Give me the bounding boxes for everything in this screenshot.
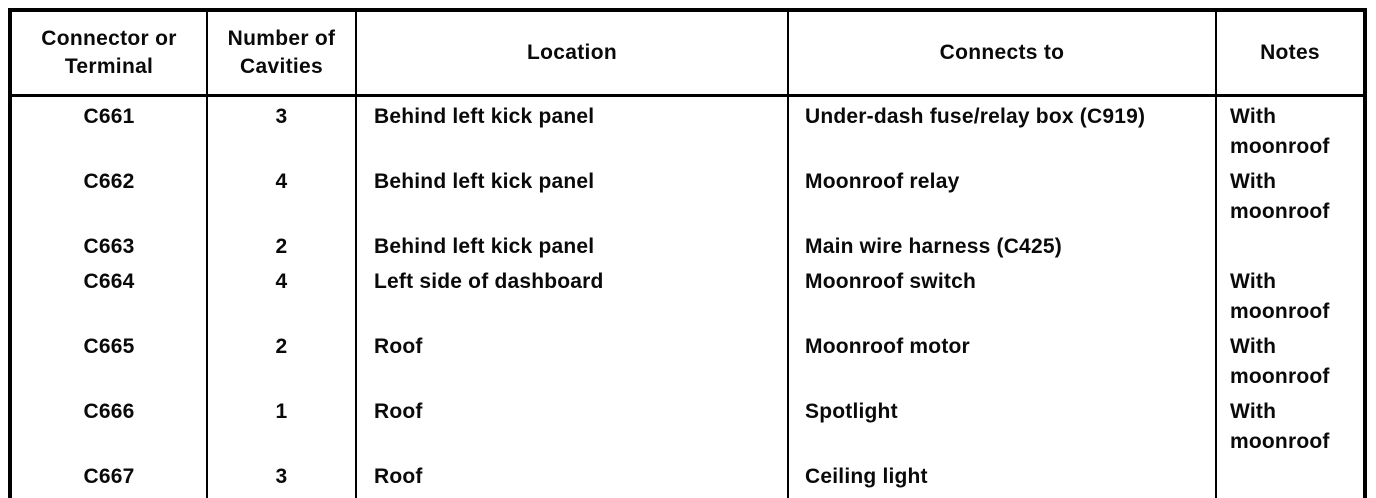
- table-row: C662 4 Behind left kick panel Moonroof r…: [10, 162, 1365, 227]
- cell-notes: With moonroof: [1215, 327, 1365, 392]
- cell-location: Roof: [355, 457, 788, 498]
- column-header-connects-to: Connects to: [787, 10, 1216, 97]
- cell-connector: C662: [83, 170, 135, 193]
- cell-location: Behind left kick panel: [355, 162, 788, 227]
- cell-notes: [1215, 457, 1365, 498]
- connector-table: Connector or Terminal Number of Cavities…: [8, 8, 1367, 498]
- table-body: C661 3 Behind left kick panel Under-dash…: [10, 95, 1365, 498]
- cell-cavities: 2: [206, 227, 356, 262]
- cell-connects-to: Ceiling light: [787, 457, 1216, 498]
- cell-location: Behind left kick panel: [355, 227, 788, 262]
- cell-notes: [1215, 227, 1365, 262]
- cell-cavities: 4: [206, 162, 356, 227]
- cell-connector: C665: [83, 335, 135, 358]
- table-row: C661 3 Behind left kick panel Under-dash…: [10, 95, 1365, 162]
- cell-connector: C664: [83, 270, 135, 293]
- cell-cavities: 3: [206, 457, 356, 498]
- cell-notes: With moonroof: [1215, 162, 1365, 227]
- cell-connector: C663: [83, 235, 135, 258]
- cell-notes: With moonroof: [1215, 392, 1365, 457]
- cell-connects-to: Moonroof switch: [787, 262, 1216, 327]
- cell-location: Left side of dashboard: [355, 262, 788, 327]
- column-header-notes: Notes: [1215, 10, 1365, 97]
- table-row: C664 4 Left side of dashboard Moonroof s…: [10, 262, 1365, 327]
- cell-connects-to: Under-dash fuse/relay box (C919): [787, 95, 1216, 162]
- cell-cavities: 4: [206, 262, 356, 327]
- column-header-location: Location: [355, 10, 788, 97]
- header-row: Connector or Terminal Number of Cavities…: [10, 10, 1365, 97]
- cell-cavities: 3: [206, 95, 356, 162]
- column-header-cavities: Number of Cavities: [206, 10, 356, 97]
- table-row: C663 2 Behind left kick panel Main wire …: [10, 227, 1365, 262]
- table-row: C666 1 Roof Spotlight With moonroof: [10, 392, 1365, 457]
- table-header: Connector or Terminal Number of Cavities…: [10, 10, 1365, 97]
- cell-connects-to: Spotlight: [787, 392, 1216, 457]
- cell-notes: With moonroof: [1215, 262, 1365, 327]
- cell-connector: C667: [83, 465, 135, 488]
- cell-cavities: 1: [206, 392, 356, 457]
- cell-connects-to: Moonroof motor: [787, 327, 1216, 392]
- cell-location: Behind left kick panel: [355, 95, 788, 162]
- table-row: C667 3 Roof Ceiling light: [10, 457, 1365, 498]
- cell-connector: C661: [83, 105, 135, 128]
- cell-connects-to: Main wire harness (C425): [787, 227, 1216, 262]
- column-header-connector: Connector or Terminal: [10, 10, 207, 97]
- table-row: C665 2 Roof Moonroof motor With moonroof: [10, 327, 1365, 392]
- cell-location: Roof: [355, 392, 788, 457]
- cell-location: Roof: [355, 327, 788, 392]
- cell-connector: C666: [83, 400, 135, 423]
- cell-notes: With moonroof: [1215, 95, 1365, 162]
- cell-cavities: 2: [206, 327, 356, 392]
- cell-connects-to: Moonroof relay: [787, 162, 1216, 227]
